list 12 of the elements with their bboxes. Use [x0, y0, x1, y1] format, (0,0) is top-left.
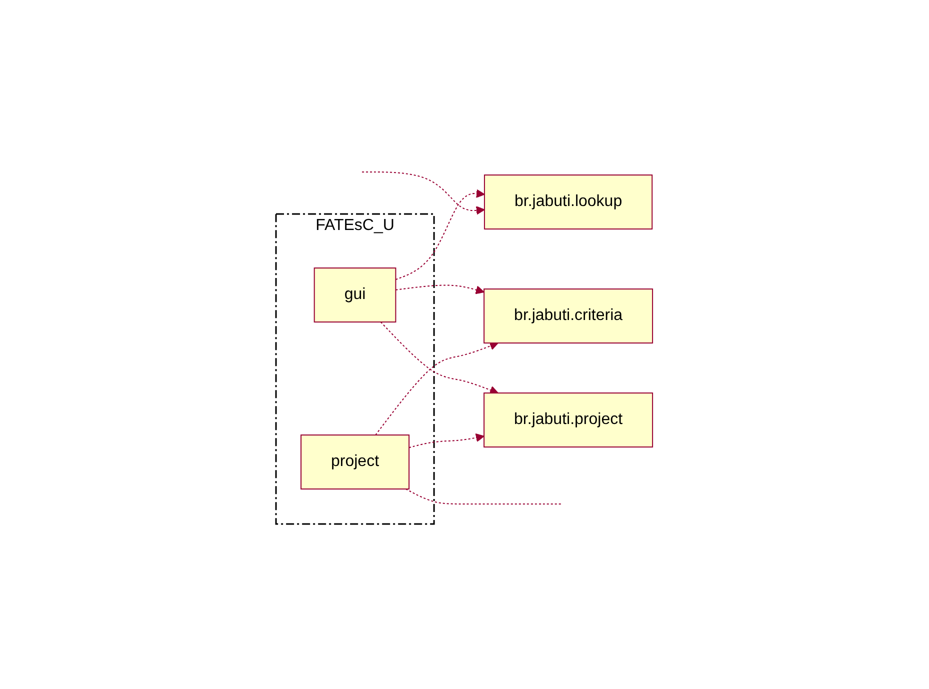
node-box: br.jabuti.criteria: [484, 288, 654, 344]
arrow: [395, 284, 485, 294]
arrow: [380, 322, 499, 394]
node-box: gui: [314, 268, 396, 322]
arrow: [362, 172, 486, 215]
node-box: br.jabuti.lookup: [484, 174, 653, 230]
node-box: br.jabuti.project: [484, 392, 654, 448]
arrow: [375, 342, 499, 436]
node-box: project: [300, 434, 410, 490]
arrow: [395, 189, 486, 280]
arrow: [408, 433, 485, 448]
connector: [406, 488, 562, 504]
